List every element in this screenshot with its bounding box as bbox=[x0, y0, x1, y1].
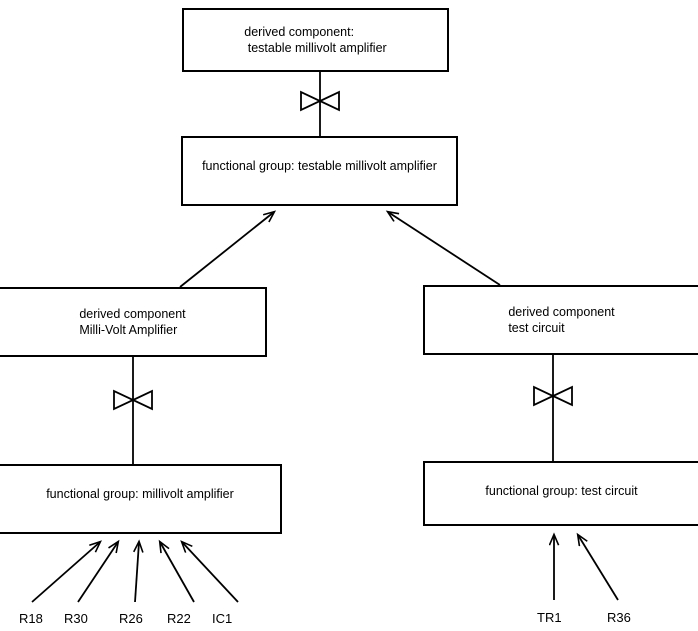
node-bottom-right-functional-group[interactable]: functional group: test circuit bbox=[423, 461, 698, 526]
edge-mid-left-to-top-functional bbox=[179, 212, 274, 288]
bowtie-icon-right bbox=[533, 385, 573, 407]
leaf-label-ic1[interactable]: IC1 bbox=[212, 611, 233, 626]
leaf-label-tr1[interactable]: TR1 bbox=[537, 610, 562, 625]
node-line-1: derived component bbox=[508, 305, 615, 319]
node-line-2: testable millivolt amplifier bbox=[244, 41, 387, 55]
edge-mid-left-to-bottom-left bbox=[113, 357, 153, 464]
edge-mid-right-to-top-functional bbox=[388, 212, 501, 286]
node-top-derived-component[interactable]: derived component: testable millivolt am… bbox=[182, 8, 449, 72]
node-mid-right-derived-component[interactable]: derived component test circuit bbox=[423, 285, 698, 355]
node-top-derived-component-text: derived component: testable millivolt am… bbox=[244, 24, 386, 56]
node-top-functional-group-text: functional group: testable millivolt amp… bbox=[202, 158, 437, 174]
edge-leaf-r36 bbox=[578, 535, 619, 601]
edge-leaf-r18 bbox=[31, 542, 100, 603]
edge-leaf-r22 bbox=[160, 542, 195, 603]
edge-top-derived-to-functional bbox=[300, 72, 340, 136]
node-mid-right-derived-component-text: derived component test circuit bbox=[508, 304, 614, 336]
edge-mid-right-to-bottom-right bbox=[533, 355, 573, 461]
node-line-1: functional group: testable millivolt amp… bbox=[202, 159, 437, 173]
leaf-label-r36[interactable]: R36 bbox=[607, 610, 631, 625]
edge-leaf-r30 bbox=[77, 542, 118, 603]
node-line-2: test circuit bbox=[508, 321, 565, 335]
node-bottom-right-functional-group-text: functional group: test circuit bbox=[485, 483, 637, 499]
bowtie-icon-left bbox=[113, 389, 153, 411]
leaf-label-r30[interactable]: R30 bbox=[64, 611, 88, 626]
node-line-1: functional group: test circuit bbox=[485, 484, 638, 498]
node-line-1: derived component: bbox=[244, 25, 355, 39]
leaf-label-r18[interactable]: R18 bbox=[19, 611, 43, 626]
edge-leaf-ic1 bbox=[182, 542, 239, 603]
node-top-functional-group[interactable]: functional group: testable millivolt amp… bbox=[181, 136, 458, 206]
node-line-1: functional group: millivolt amplifier bbox=[46, 487, 234, 501]
edge-leaf-r26 bbox=[135, 542, 139, 603]
leaf-label-r26[interactable]: R26 bbox=[119, 611, 143, 626]
node-line-1: derived component bbox=[79, 307, 186, 321]
node-bottom-left-functional-group-text: functional group: millivolt amplifier bbox=[46, 486, 234, 502]
node-bottom-left-functional-group[interactable]: functional group: millivolt amplifier bbox=[0, 464, 282, 534]
node-line-2: Milli-Volt Amplifier bbox=[79, 323, 178, 337]
bowtie-icon-top bbox=[300, 90, 340, 112]
leaf-label-r22[interactable]: R22 bbox=[167, 611, 191, 626]
